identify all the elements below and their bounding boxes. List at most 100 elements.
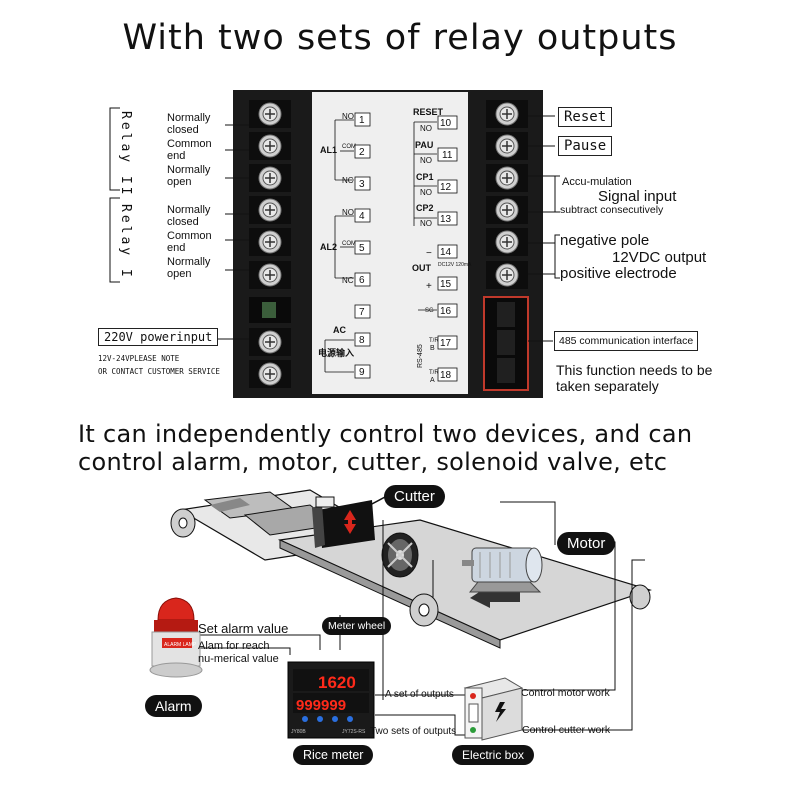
panel-text-a: A [430, 377, 435, 384]
set-outputs-label: A set of outputs [385, 689, 454, 700]
panel-text-power-cn: 电源输入 [318, 347, 354, 358]
screw-terminal [486, 132, 528, 160]
screw-terminal [486, 261, 528, 289]
motor-device [462, 547, 543, 593]
cutter-device [312, 496, 386, 548]
panel-text-pau: PAU [415, 140, 433, 150]
pause-label: Pause [558, 136, 613, 156]
rs485-slot [497, 358, 515, 383]
screw-terminal [249, 164, 291, 192]
panel-text-out-spec: DC12V 120mA [438, 262, 472, 268]
motor-label: Motor [557, 532, 616, 555]
normally-open-label: Normally open [167, 256, 211, 280]
control-motor-label: Control motor work [521, 687, 610, 699]
meter-wheel-label: Meter wheel [322, 617, 392, 635]
panel-text-out: OUT [412, 263, 432, 273]
12vdc-output-label: 12VDC output [612, 249, 707, 266]
panel-text-cp1-no: NO [420, 188, 432, 197]
panel-text-plus: + [426, 281, 432, 292]
panel-text-minus: − [426, 248, 432, 259]
panel-text-pau-no: NO [420, 156, 432, 165]
electric-box-label: Electric box [452, 745, 535, 765]
panel-text-b: B [430, 345, 435, 352]
panel-num: 3 [359, 179, 365, 190]
alarm-label: Alarm [145, 695, 202, 717]
panel-text-reset: RESET [413, 107, 444, 117]
panel-text-no2: NO [342, 208, 354, 217]
panel-num: 18 [440, 370, 452, 381]
page-title: With two sets of relay outputs [122, 18, 678, 58]
screw-terminal [249, 328, 291, 356]
panel-text-nc1: NC [342, 176, 354, 185]
panel-num: 2 [359, 147, 365, 158]
screw-terminal [486, 196, 528, 224]
panel-text-cp1: CP1 [416, 172, 434, 182]
screw-terminal [486, 228, 528, 256]
panel-num: 5 [359, 243, 365, 254]
left-arrow-icon [210, 498, 250, 512]
beacon-label: ALARM LAMP [164, 642, 197, 648]
screw-terminal [486, 100, 528, 128]
alarm-beacon: ALARM LAMP [149, 597, 203, 678]
normally-closed-label: Normally closed [167, 112, 211, 136]
function-note: This function needs to be taken separate… [556, 362, 713, 394]
common-end-label: Common end [167, 230, 212, 254]
relay-schematic-lines [324, 119, 354, 373]
panel-text-al2: AL2 [320, 242, 337, 252]
normally-open-label: Normally open [167, 164, 211, 188]
negative-pole-label: negative pole [560, 232, 650, 249]
panel-num: 17 [440, 338, 452, 349]
device-model-left: JY80B [291, 729, 306, 735]
relay1-label: Relay I [118, 204, 133, 280]
display-bottom: 999999 [296, 697, 346, 714]
reset-label: Reset [558, 107, 613, 127]
alarm-reach-label: Alam for reach nu-merical value [198, 640, 279, 665]
panel-num: 8 [359, 335, 365, 346]
device-button [332, 716, 338, 722]
panel-text-sg: SG [425, 308, 434, 314]
panel-text-com1: COM [342, 144, 356, 150]
panel-num: 7 [359, 307, 365, 318]
panel-text-ac: AC [333, 325, 346, 335]
panel-num: 9 [359, 367, 365, 378]
panel-text-reset-no: NO [420, 124, 432, 133]
panel-num: 6 [359, 275, 365, 286]
up-arrow-icon [344, 510, 356, 520]
panel-text-com2: COM [342, 241, 356, 247]
normally-closed-label: Normally closed [167, 204, 211, 228]
rs485-slot [497, 330, 515, 355]
panel-text-no1: NO [342, 112, 354, 121]
positive-electrode-label: positive electrode [560, 265, 677, 282]
panel-text-rs485: RS-485 [417, 344, 424, 368]
screw-terminal [249, 261, 291, 289]
electric-box-device [463, 677, 524, 741]
device-button [317, 716, 323, 722]
common-end-label: Common end [167, 138, 212, 162]
input-schematic-lines [413, 121, 437, 311]
screw-terminal [249, 360, 291, 388]
panel-text-cp2: CP2 [416, 203, 434, 213]
power-input-label: 220V powerinput [98, 328, 219, 346]
panel-num: 11 [442, 150, 453, 161]
panel-num: 12 [440, 182, 452, 193]
set-alarm-label: Set alarm value [198, 621, 289, 636]
cutter-label: Cutter [384, 485, 445, 508]
relay2-label: Relay II [118, 111, 133, 198]
relay2-bracket [109, 107, 120, 191]
screw-terminal [486, 164, 528, 192]
connection-lines [195, 501, 645, 736]
device-model-right: JY72S-RS [342, 729, 366, 735]
signal-input-label: Signal input [598, 188, 677, 205]
panel-num: 16 [440, 306, 452, 317]
controller-panel: NO 1 AL1 COM 2 NC 3 NO 4 AL2 COM 5 NC 6 … [109, 90, 560, 398]
rice-meter-label: Rice meter [293, 745, 374, 765]
panel-num: 10 [440, 118, 452, 129]
lightning-icon [495, 702, 506, 722]
panel-num: 1 [359, 115, 365, 126]
panel-num: 14 [440, 247, 452, 258]
subtract-label: subtract consecutively [560, 204, 664, 216]
power-note: 12V-24VPLEASE NOTE OR CONTACT CUSTOMER S… [98, 354, 220, 376]
screw-terminal [249, 228, 291, 256]
accumulation-label: Accu-mulation [562, 176, 632, 188]
